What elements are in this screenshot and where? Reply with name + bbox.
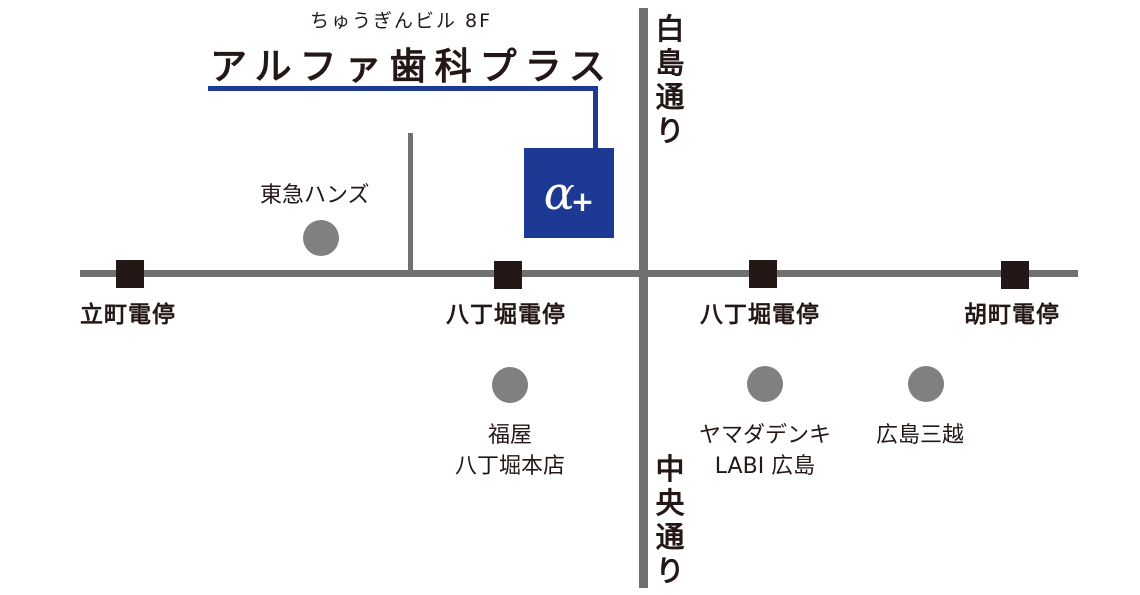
- station-label-hatchobori-west: 八丁堀電停: [446, 302, 566, 328]
- landmark-marker-yamada-denki[interactable]: [747, 366, 783, 402]
- landmark-label-mitsukoshi: 広島三越: [876, 423, 965, 448]
- vertical-road-main: [639, 8, 648, 588]
- building-floor-label: ちゅうぎんビル 8F: [310, 10, 493, 32]
- main-horizontal-road: [80, 270, 1078, 277]
- alpha-plus-icon: α+: [524, 148, 614, 238]
- landmark-marker-tokyu-hands[interactable]: [303, 220, 339, 256]
- landmark-label-fukuya-line1: 福屋: [487, 423, 532, 448]
- station-marker-hatchobori-west[interactable]: [494, 261, 522, 289]
- station-marker-tatemachi[interactable]: [116, 260, 144, 288]
- station-marker-hatchobori-east[interactable]: [749, 260, 777, 288]
- leader-line-vertical: [593, 86, 598, 150]
- plus-symbol: +: [570, 184, 595, 218]
- landmark-marker-mitsukoshi[interactable]: [908, 366, 944, 402]
- landmark-label-tokyu-hands: 東急ハンズ: [260, 183, 370, 208]
- station-marker-ebisucho[interactable]: [1001, 261, 1029, 289]
- landmark-label-fukuya-line2: 八丁堀本店: [454, 454, 565, 479]
- station-label-tatemachi: 立町電停: [80, 302, 176, 328]
- landmark-label-yamada-line1: ヤマダデンキ: [698, 423, 831, 448]
- landmark-label-fukuya: 福屋 八丁堀本店: [430, 420, 590, 482]
- landmark-marker-fukuya[interactable]: [492, 367, 528, 403]
- landmark-label-yamada-denki: ヤマダデンキ LABI 広島: [680, 420, 850, 482]
- leader-line-horizontal: [208, 86, 598, 91]
- side-street: [408, 133, 413, 273]
- street-label-chuo: 中央通り: [655, 452, 685, 588]
- station-label-ebisucho: 胡町電停: [964, 302, 1060, 328]
- alpha-symbol: α: [543, 166, 575, 220]
- landmark-label-yamada-line2: LABI 広島: [714, 454, 816, 479]
- station-label-hatchobori-east: 八丁堀電停: [700, 302, 820, 328]
- clinic-name: アルファ歯科プラス: [210, 45, 614, 88]
- street-label-hakushima: 白島通り: [655, 12, 685, 148]
- clinic-logo[interactable]: α+: [524, 148, 614, 238]
